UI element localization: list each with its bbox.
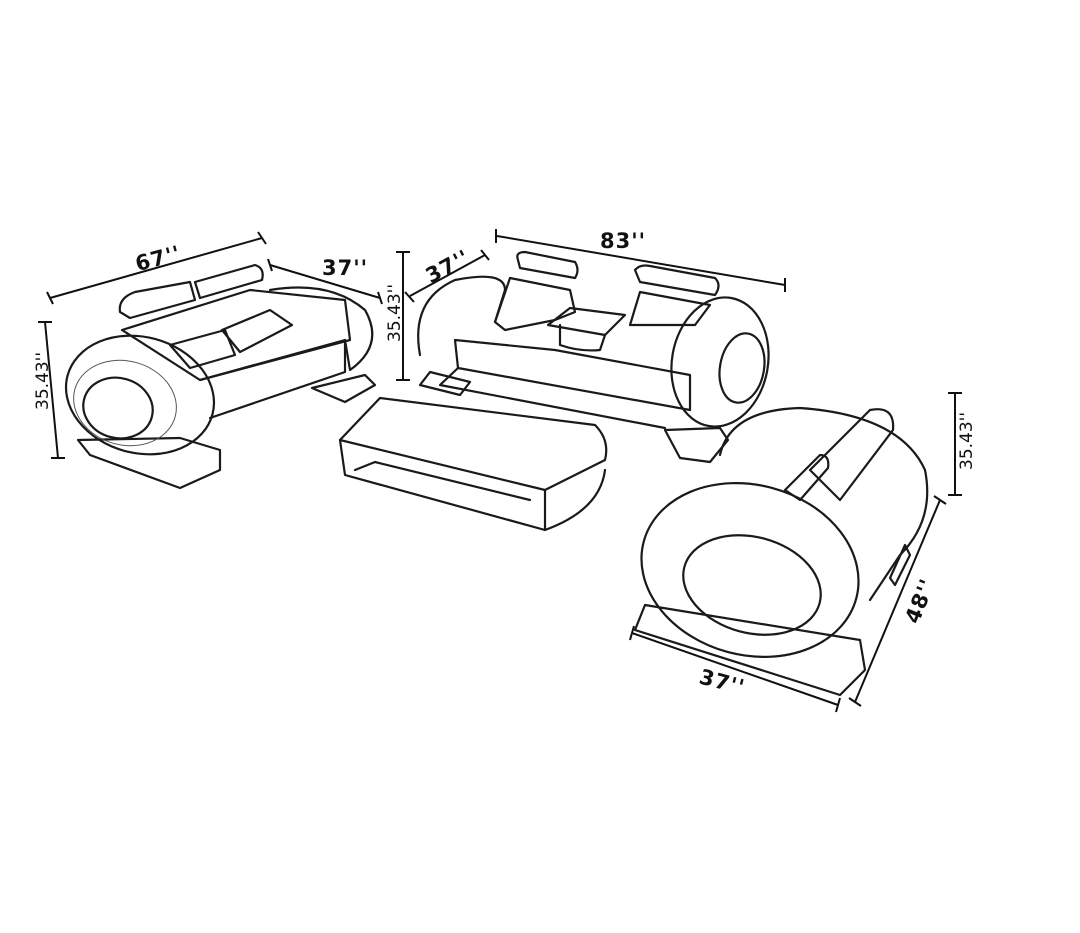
sofa-depth-label: 37'' [422, 245, 474, 288]
coffee-table-drawing [338, 396, 608, 532]
sofa-drawing [417, 250, 770, 464]
loveseat-height-label: 35.43'' [33, 352, 53, 410]
sofa-height-label: 35.43'' [385, 284, 405, 342]
chair-height-label: 35.43'' [957, 412, 977, 470]
loveseat-drawing [64, 263, 377, 490]
loveseat-width-label: 67'' [133, 241, 184, 276]
sofa-width-label: 83'' [600, 229, 646, 253]
armchair-drawing [633, 406, 929, 697]
dimension-lines [38, 229, 962, 713]
loveseat-depth-label: 37'' [322, 256, 368, 280]
chair-depth-label: 48'' [900, 575, 940, 627]
